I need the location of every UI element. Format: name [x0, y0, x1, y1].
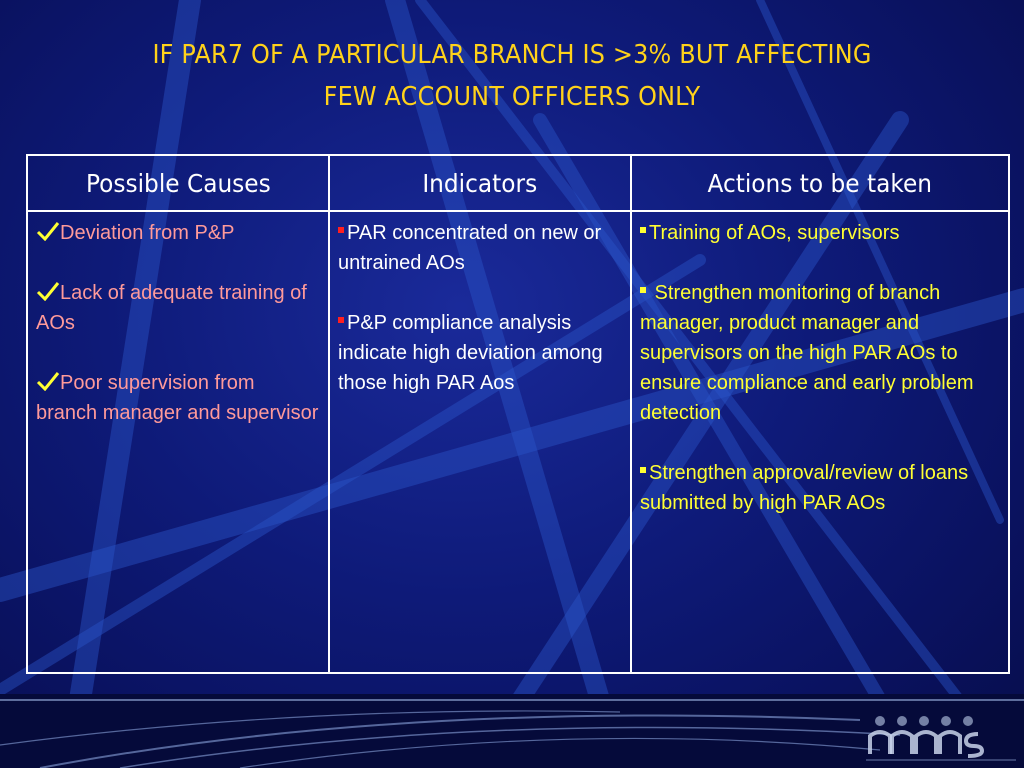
mfs-logo-icon	[866, 716, 1016, 761]
square-bullet-icon	[640, 287, 646, 293]
table-row: Deviation from P&P Lack of adequate trai…	[26, 210, 1010, 674]
causes-indicators-actions-table: Possible Causes Indicators Actions to be…	[26, 154, 1010, 674]
action-text: Training of AOs, supervisors	[649, 222, 900, 244]
title-line-1: IF PAR7 OF A PARTICULAR BRANCH IS >3% BU…	[152, 40, 872, 70]
checkmark-icon	[36, 222, 60, 241]
indicator-item: P&P compliance analysis indicate high de…	[338, 308, 622, 398]
cause-item: Poor supervision from branch manager and…	[36, 368, 320, 428]
checkmark-icon	[36, 282, 60, 301]
action-item: Strengthen monitoring of branch manager,…	[640, 278, 1000, 428]
square-bullet-icon	[640, 467, 646, 473]
indicator-text: PAR concentrated on new or untrained AOs	[338, 222, 602, 274]
square-bullet-icon	[338, 317, 344, 323]
header-indicators: Indicators	[328, 154, 632, 212]
square-bullet-icon	[640, 227, 646, 233]
slide-title: IF PAR7 OF A PARTICULAR BRANCH IS >3% BU…	[78, 34, 946, 118]
causes-cell: Deviation from P&P Lack of adequate trai…	[26, 210, 330, 674]
header-actions: Actions to be taken	[630, 154, 1010, 212]
title-line-2: FEW ACCOUNT OFFICERS ONLY	[323, 82, 701, 112]
header-possible-causes: Possible Causes	[26, 154, 330, 212]
cause-item: Deviation from P&P	[36, 218, 320, 248]
cause-item: Lack of adequate training of AOs	[36, 278, 320, 338]
square-bullet-icon	[338, 227, 344, 233]
action-item: Strengthen approval/review of loans subm…	[640, 458, 1000, 518]
cause-text: Lack of adequate training of AOs	[36, 282, 307, 334]
cause-text: Deviation from P&P	[60, 222, 235, 244]
checkmark-icon	[36, 372, 60, 391]
indicators-cell: PAR concentrated on new or untrained AOs…	[328, 210, 632, 674]
cause-text: Poor supervision from branch manager and…	[36, 372, 319, 424]
indicator-item: PAR concentrated on new or untrained AOs	[338, 218, 622, 278]
action-item: Training of AOs, supervisors	[640, 218, 1000, 248]
action-text: Strengthen monitoring of branch manager,…	[640, 282, 974, 424]
action-text: Strengthen approval/review of loans subm…	[640, 462, 969, 514]
actions-cell: Training of AOs, supervisors Strengthen …	[630, 210, 1010, 674]
table-header-row: Possible Causes Indicators Actions to be…	[26, 154, 1010, 212]
indicator-text: P&P compliance analysis indicate high de…	[338, 312, 603, 394]
